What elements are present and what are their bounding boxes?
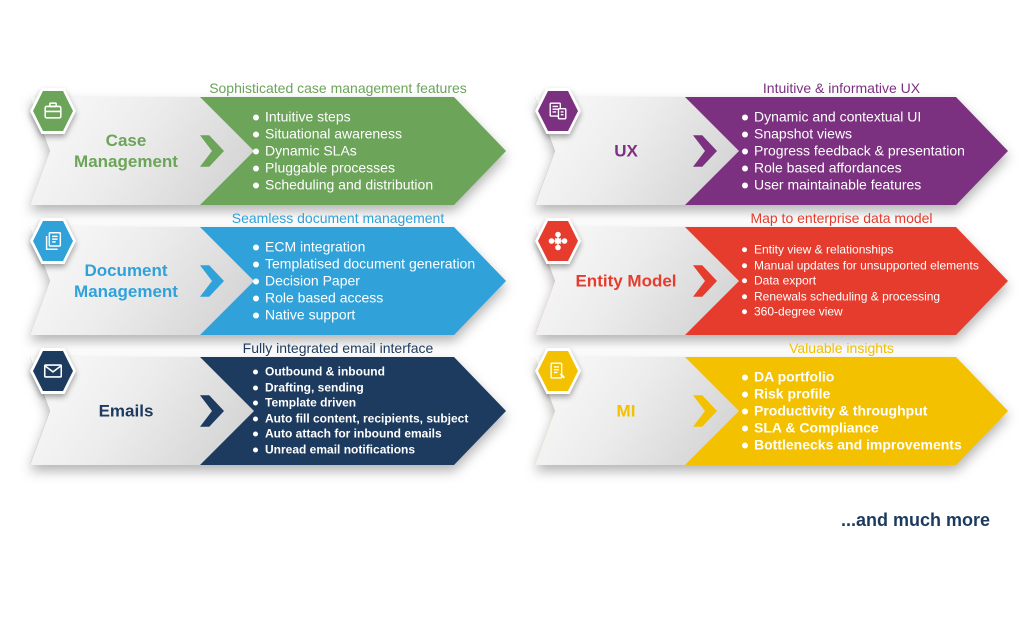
section-header: Intuitive & informative UX (762, 80, 921, 96)
section-header: Valuable insights (789, 340, 894, 356)
bullet-item: Template driven (252, 396, 476, 412)
section-header: Map to enterprise data model (750, 210, 933, 226)
bullet-item: Productivity & throughput (741, 403, 994, 420)
documents-icon (30, 218, 76, 264)
bullet-item: Bottlenecks and improvements (741, 437, 994, 454)
bullet-item: Auto attach for inbound emails (252, 427, 476, 443)
chevron-right-icon (693, 265, 717, 297)
chevron-right-icon (200, 395, 224, 427)
bullet-item: DA portfolio (741, 369, 994, 386)
hexagon-fill (538, 351, 578, 391)
bullet-item: Dynamic SLAs (252, 143, 476, 160)
bullet-item: Intuitive steps (252, 109, 476, 126)
hexagon-fill (33, 221, 73, 261)
chevron-right-icon (200, 135, 224, 167)
section-title: Emails (98, 401, 154, 421)
network-icon (535, 218, 581, 264)
bullet-item: Native support (252, 307, 476, 324)
wireframe-icon (535, 88, 581, 134)
bullet-item: Risk profile (741, 386, 994, 403)
report-icon (535, 348, 581, 394)
bullet-item: Drafting, sending (252, 380, 476, 396)
bullet-item: Dynamic and contextual UI (741, 109, 994, 126)
section-entity-model: Map to enterprise data model Entity Mode… (535, 210, 1008, 340)
bullet-item: Decision Paper (252, 273, 476, 290)
section-title: Case Management (74, 130, 178, 171)
bullet-item: Templatised document generation (252, 256, 476, 273)
section-emails: Fully integrated email interface Emails … (30, 340, 506, 470)
chevron-right-icon (693, 395, 717, 427)
bullet-item: Entity view & relationships (741, 242, 994, 258)
bullet-item: Auto fill content, recipients, subject (252, 411, 476, 427)
section-header: Sophisticated case management features (209, 80, 467, 96)
bullet-item: User maintainable features (741, 177, 994, 194)
chevron-right-icon (693, 135, 717, 167)
bullet-item: Progress feedback & presentation (741, 143, 994, 160)
section-title: Entity Model (575, 271, 677, 291)
bullet-item: SLA & Compliance (741, 420, 994, 437)
briefcase-icon (30, 88, 76, 134)
envelope-icon (30, 348, 76, 394)
hexagon-fill (538, 221, 578, 261)
hexagon-fill (538, 91, 578, 131)
section-case-management: Sophisticated case management features C… (30, 80, 506, 210)
bullet-item: Scheduling and distribution (252, 177, 476, 194)
bullet-item: Outbound & inbound (252, 365, 476, 381)
bullet-item: Renewals scheduling & processing (741, 289, 994, 305)
bullet-item: Role based access (252, 290, 476, 307)
section-document-management: Seamless document management Document Ma… (30, 210, 506, 340)
bullet-item: Pluggable processes (252, 160, 476, 177)
section-header: Fully integrated email interface (242, 340, 434, 356)
bullet-item: Data export (741, 273, 994, 289)
bullet-item: Role based affordances (741, 160, 994, 177)
section-header: Seamless document management (231, 210, 445, 226)
section-ux: Intuitive & informative UX UX Dynamic an… (535, 80, 1008, 210)
section-title: Document Management (74, 260, 178, 301)
and-much-more-label: ...and much more (840, 510, 990, 530)
section-title: MI (616, 401, 636, 421)
bullet-item: 360-degree view (741, 304, 994, 320)
section-title: UX (614, 141, 638, 161)
bullet-item: Unread email notifications (252, 442, 476, 458)
bullet-item: Snapshot views (741, 126, 994, 143)
section-banner: Entity Model Entity view & relationships… (535, 227, 1008, 335)
bullet-item: Manual updates for unsupported elements (741, 258, 994, 274)
bullet-item: ECM integration (252, 239, 476, 256)
chevron-right-icon (200, 265, 224, 297)
bullet-item: Situational awareness (252, 126, 476, 143)
